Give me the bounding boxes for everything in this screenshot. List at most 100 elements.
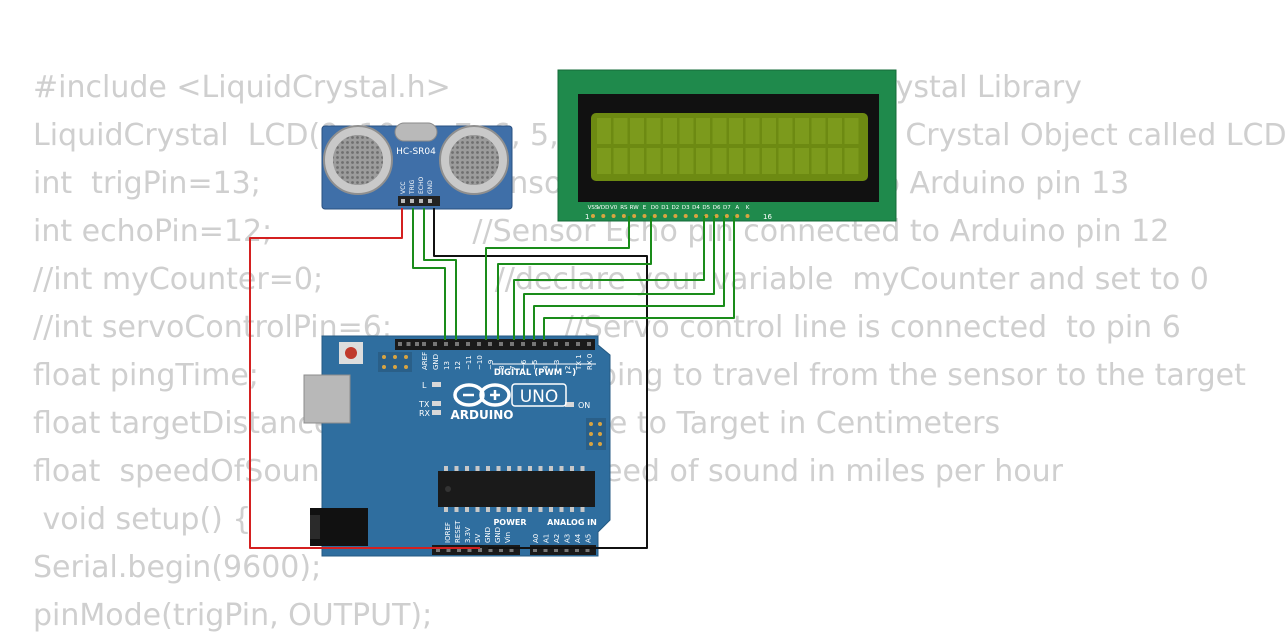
digital-pin: [444, 342, 448, 346]
sensor-receiver: [439, 125, 509, 195]
digital-pin: [543, 342, 547, 346]
lcd-cell: [745, 148, 760, 174]
digital-pin-label: 2: [564, 366, 572, 370]
lcd-cell: [679, 118, 694, 144]
digital-label: DIGITAL (PWM ~): [494, 368, 576, 378]
icsp-header-top: [378, 352, 412, 372]
power-pin: [436, 548, 440, 552]
digital-pin: [466, 342, 470, 346]
lcd-pin: [714, 214, 719, 218]
chip-pin: [528, 507, 532, 512]
sensor-transmitter: [323, 125, 393, 195]
power-pin-label: 5V: [474, 534, 482, 543]
analog-pin: [564, 548, 569, 552]
lcd-cell: [597, 148, 611, 174]
chip-pin: [507, 466, 511, 471]
chip-pin: [444, 466, 448, 471]
lcd-cell: [795, 148, 809, 174]
analog-pin-label: A3: [564, 534, 572, 543]
digital-pin-label: TX 1: [575, 354, 583, 371]
analog-pin-label: A0: [532, 534, 540, 543]
wire-vcc-5v: [249, 208, 480, 549]
wire-trig: [412, 208, 446, 340]
lcd-cell: [613, 118, 628, 144]
power-pin: [509, 548, 514, 552]
digital-pin: [488, 342, 492, 346]
sensor-pin-header: [398, 196, 440, 206]
lcd-cell: [745, 118, 760, 144]
analog-pin-label: A5: [585, 534, 593, 543]
digital-pin-label: ~9: [487, 360, 495, 370]
led-on-label: ON: [578, 401, 590, 410]
power-pin-label: IOREF: [444, 522, 452, 543]
lcd-pin-label: K: [746, 205, 750, 211]
digital-pin-label: AREF: [421, 352, 429, 370]
icsp-header-right: [586, 418, 606, 450]
led-tx-label: TX: [418, 400, 430, 409]
led-tx: [432, 401, 441, 406]
power-pin: [446, 548, 451, 552]
led-rx-label: RX: [419, 409, 431, 418]
chip-pin: [496, 466, 501, 471]
lcd-cell: [646, 148, 661, 174]
lcd-pin-header: [591, 214, 750, 218]
lcd-pin-label: D3: [682, 205, 690, 211]
digital-pin-label: ~6: [520, 359, 528, 370]
digital-pin: [554, 342, 558, 346]
lcd-pin: [704, 214, 709, 218]
digital-pin: [415, 342, 419, 346]
lcd-pin-label: V0: [610, 205, 618, 211]
lcd-cell: [762, 148, 776, 174]
led-l-label: L: [422, 381, 427, 390]
lcd-pin: [694, 214, 698, 218]
lcd-pin-label: D1: [661, 205, 669, 211]
digital-pin: [422, 342, 426, 346]
lcd-pin-label: RS: [620, 205, 628, 211]
lcd-cell: [613, 148, 628, 174]
lcd-cell: [778, 118, 793, 144]
lcd-cell: [795, 118, 809, 144]
chip-pin: [559, 466, 564, 471]
lcd-cell: [828, 148, 842, 174]
digital-pin-label: ~10: [476, 355, 484, 370]
chip-pin: [570, 466, 574, 471]
lcd-pin: [601, 214, 606, 218]
lcd-pin: [724, 214, 729, 218]
lcd-pin: [591, 214, 595, 218]
sensor-model-label: HC-SR04: [396, 147, 436, 157]
chip-pin: [444, 507, 448, 512]
arduino-model-label: UNO: [520, 387, 559, 407]
chip-pin: [475, 507, 480, 512]
lcd-pin-label: D2: [672, 205, 680, 211]
lcd-cell: [712, 148, 727, 174]
wire-lcd-rs: [485, 216, 630, 340]
digital-pin: [565, 342, 569, 346]
lcd-cell: [729, 148, 743, 174]
digital-pin-label: 8: [498, 366, 506, 370]
code-line: void setup() {: [33, 502, 252, 537]
lcd-pin: [621, 214, 626, 218]
lcd-cell: [828, 118, 842, 144]
power-label: POWER: [493, 518, 526, 527]
power-pin-label: Vin: [504, 532, 512, 543]
chip-pin: [570, 507, 574, 512]
lcd-pin-label: D6: [713, 205, 721, 211]
lcd-pin-label: E: [643, 205, 647, 211]
sensor-crystal: [394, 122, 438, 142]
atmega-chip: [438, 466, 595, 512]
chip-pin: [475, 466, 480, 471]
digital-pin: [499, 342, 503, 346]
wire-echo: [423, 208, 457, 340]
wire-lcd-d7: [543, 216, 735, 340]
digital-pin: [477, 342, 481, 346]
analog-pin: [543, 548, 548, 552]
lcd-cell: [844, 148, 859, 174]
uno-badge: [511, 383, 567, 407]
digital-pin: [532, 342, 536, 346]
power-pin-label: GND: [484, 527, 492, 543]
lcd-cell: [663, 118, 677, 144]
power-pin-label: 3.3V: [464, 527, 472, 543]
